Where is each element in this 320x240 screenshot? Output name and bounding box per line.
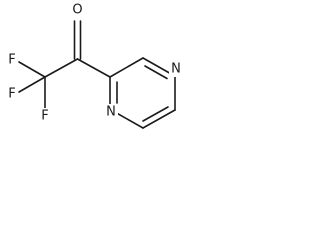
atom-fluorine-bottom: F [41, 109, 48, 124]
bond-c-f-2 [18, 76, 46, 93]
atom-fluorine-upper-left: F [8, 53, 15, 68]
bond-ring-c5-c6 [142, 109, 176, 129]
bond-ring-c3-n4 [142, 57, 174, 76]
bond-carbonyl-cf3 [44, 58, 79, 78]
atom-fluorine-lower-left: F [8, 87, 15, 102]
bond-carbonyl-ring [76, 58, 111, 78]
atom-nitrogen-lower-left: N [106, 105, 116, 120]
atom-nitrogen-upper-right: N [171, 62, 181, 77]
bond-c-f-1 [18, 61, 46, 78]
bond-ring-c3-n4-inner [144, 65, 168, 80]
chemical-structure: O F F F N N [6, 2, 183, 129]
atom-oxygen: O [72, 3, 82, 18]
bond-ring-c5-c6-inner [142, 106, 169, 122]
bond-ring-c2-c3 [109, 57, 144, 78]
atom-labels: O F F F N N [6, 2, 183, 124]
